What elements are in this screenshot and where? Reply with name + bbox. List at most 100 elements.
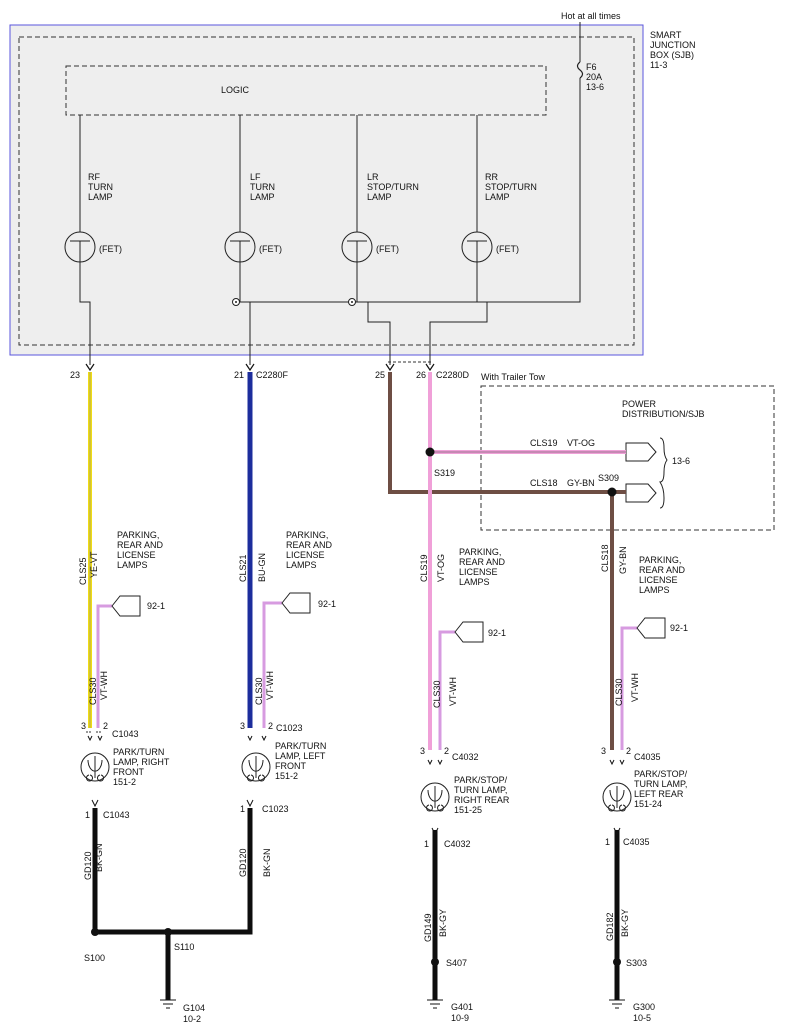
cls30-circuit: CLS30 xyxy=(254,677,264,705)
ground-symbol xyxy=(160,999,176,1009)
trailer-tow-dashed xyxy=(480,385,775,531)
ground-symbol xyxy=(609,999,625,1009)
hot-at-all-times-label: Hot at all times xyxy=(561,11,621,21)
trailer-tow-box: With Trailer Tow POWER DISTRIBUTION/SJB … xyxy=(480,372,775,531)
ground-color: BK-GY xyxy=(438,909,448,937)
gnd-connector: C1023 xyxy=(262,804,289,814)
pin-a: 3 xyxy=(601,746,606,756)
ground-point: G401 xyxy=(451,1002,473,1012)
pin-a: 3 xyxy=(420,746,425,756)
park-lamps-label: PARKING, REAR AND LICENSE LAMPS xyxy=(639,555,688,595)
fet-rf-type: (FET) xyxy=(99,244,122,254)
branch-right-rear: CLS19 VT-OG PARKING, REAR AND LICENSE LA… xyxy=(419,547,512,1023)
lamp-label: PARK/TURN LAMP, RIGHT FRONT 151-2 xyxy=(113,747,172,787)
gnd-pin: 1 xyxy=(605,837,610,847)
feed-circuit-label: CLS25 xyxy=(78,557,88,585)
ground-circuit: GD120 xyxy=(83,851,93,880)
tow-cls19-circuit: CLS19 xyxy=(530,438,558,448)
sjb-title: SMART JUNCTION BOX (SJB) 11-3 xyxy=(650,30,698,70)
tow-s319-label: S319 xyxy=(434,468,455,478)
tow-cls19-color: VT-OG xyxy=(567,438,595,448)
branch-right-front: CLS25 YE-VT PARKING, REAR AND LICENSE LA… xyxy=(78,530,172,963)
gnd-connector: C1043 xyxy=(103,810,130,820)
feed-color-label: VT-OG xyxy=(436,554,446,582)
lamp-label: PARK/STOP/ TURN LAMP, RIGHT REAR 151-25 xyxy=(454,775,512,815)
branch-left-front: CLS21 BU-GN PARKING, REAR AND LICENSE LA… xyxy=(160,530,336,1024)
park-ref: 92-1 xyxy=(318,599,336,609)
feed-color-label: YE-VT xyxy=(89,551,99,578)
park-ref: 92-1 xyxy=(670,623,688,633)
gnd-pin: 1 xyxy=(85,810,90,820)
smart-junction-box: LOGIC SMART JUNCTION BOX (SJB) 11-3 Hot … xyxy=(9,11,698,356)
cls30-color: VT-WH xyxy=(99,671,109,700)
ground-circuit: GD149 xyxy=(423,913,433,942)
tow-cls18-circuit: CLS18 xyxy=(530,478,558,488)
branch-left-rear: CLS18 GY-BN PARKING, REAR AND LICENSE LA… xyxy=(600,544,690,1023)
park-lamps-label: PARKING, REAR AND LICENSE LAMPS xyxy=(459,547,508,587)
logic-label: LOGIC xyxy=(221,85,250,95)
ground-symbol xyxy=(427,999,443,1009)
splice-s110 xyxy=(164,928,172,936)
ground-ref: 10-5 xyxy=(633,1013,651,1023)
fet-lf: LF TURN LAMP (FET) xyxy=(224,115,282,365)
pin-b: 2 xyxy=(103,721,108,731)
splice-label: S110 xyxy=(174,942,194,952)
pin-25: 25 xyxy=(375,370,385,380)
gnd-pin: 1 xyxy=(424,839,429,849)
wire-gd120-rf xyxy=(92,808,253,935)
feed-circuit-label: CLS21 xyxy=(238,554,248,582)
splice-s309 xyxy=(607,487,617,497)
wire-cls30-lf xyxy=(262,601,282,728)
ground-ref: 10-9 xyxy=(451,1013,469,1023)
lamp-connector: C1043 xyxy=(112,729,139,739)
splice-label: S303 xyxy=(626,958,647,968)
pin-b: 2 xyxy=(268,721,273,731)
park-ref-flag xyxy=(111,595,141,617)
wire-cls18-feed xyxy=(388,372,614,750)
gnd-connector: C4035 xyxy=(623,837,650,847)
cls30-color: VT-WH xyxy=(448,677,458,706)
ground-color: BK-GY xyxy=(620,909,630,937)
fet-rr: RR STOP/TURN LAMP (FET) xyxy=(429,115,539,365)
park-ref: 92-1 xyxy=(488,628,506,638)
pin-23: 23 xyxy=(70,370,80,380)
ground-color: BK-GN xyxy=(262,848,272,877)
wire-cls30-rf xyxy=(96,604,112,728)
park-ref: 92-1 xyxy=(147,601,165,611)
splice-s100 xyxy=(91,928,99,936)
fet-rr-type: (FET) xyxy=(496,244,519,254)
lamp-connector: C1023 xyxy=(276,723,303,733)
lamp-connector: C4032 xyxy=(452,752,479,762)
ground-circuit: GD182 xyxy=(605,912,615,941)
sjb-outer-border xyxy=(9,24,644,356)
park-ref-flag xyxy=(636,617,666,639)
tow-cls18-color: GY-BN xyxy=(567,478,595,488)
splice-s319 xyxy=(425,447,435,457)
wires xyxy=(88,372,637,1000)
fet-lr: LR STOP/TURN LAMP (FET) xyxy=(341,115,419,365)
pd-bracket xyxy=(659,437,668,509)
cls30-circuit: CLS30 xyxy=(432,680,442,708)
feed-circuit-label: CLS19 xyxy=(419,554,429,582)
trailer-tow-label: With Trailer Tow xyxy=(481,372,545,382)
power-distribution-ref: 13-6 xyxy=(672,456,690,466)
fet-rr-label: RR STOP/TURN LAMP xyxy=(485,172,539,202)
fet-rf: RF TURN LAMP (FET) xyxy=(64,115,122,365)
fet-lr-type: (FET) xyxy=(376,244,399,254)
connector-c2280d: C2280D xyxy=(436,370,470,380)
pin-26: 26 xyxy=(416,370,426,380)
ground-circuit: GD120 xyxy=(238,848,248,877)
pin-a: 3 xyxy=(81,721,86,731)
feed-circuit-label: CLS18 xyxy=(600,544,610,572)
lamp-label: PARK/STOP/ TURN LAMP, LEFT REAR 151-24 xyxy=(634,769,690,809)
feed-color-label: GY-BN xyxy=(618,546,628,574)
fuse-feed-wire xyxy=(352,22,581,303)
pin-21: 21 xyxy=(234,370,244,380)
wire-cls30-rr xyxy=(438,630,455,750)
park-ref-flag xyxy=(454,621,484,643)
feed-color-label: BU-GN xyxy=(257,553,267,582)
wire-cls30-lr xyxy=(620,626,637,750)
gnd-pin: 1 xyxy=(240,804,245,814)
ground-point: G104 xyxy=(183,1003,205,1013)
